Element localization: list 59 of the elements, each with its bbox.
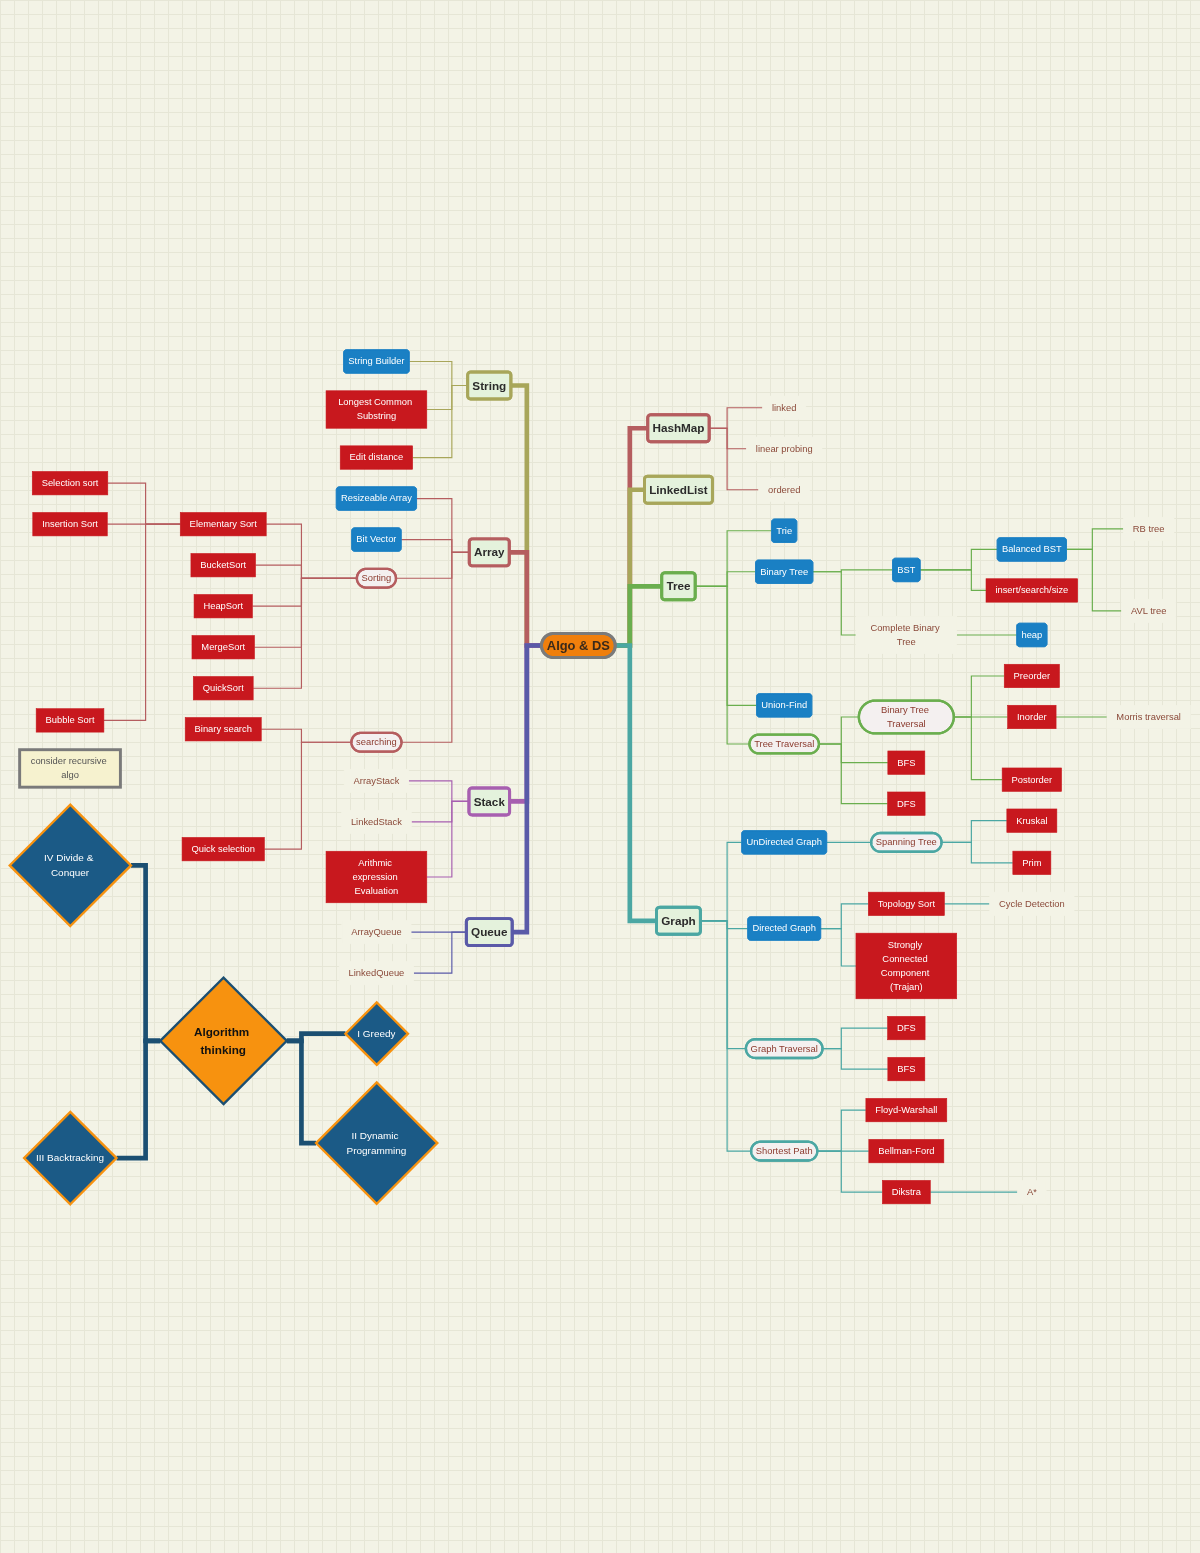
connector: [812, 570, 857, 636]
node-box: Insertion Sort: [32, 511, 108, 536]
node-box: Topology Sort: [868, 891, 945, 916]
node-box: BFS: [887, 1056, 926, 1081]
node-diamond: IV Divide & Conquer: [8, 802, 133, 928]
node-box: Elementary Sort: [179, 511, 267, 536]
node-diamond: I Greedy: [343, 1000, 410, 1067]
node-box: QuickSort: [193, 675, 254, 700]
node-diamond: III Backtracking: [22, 1109, 119, 1206]
node-box: Postorder: [1001, 767, 1062, 792]
node-box: Kruskal: [1006, 808, 1058, 833]
connector: [826, 841, 872, 843]
node-box: DFS: [887, 1015, 926, 1040]
connector: [263, 741, 352, 850]
connector: [413, 931, 467, 974]
node-box: Arithmic expression Evaluation: [325, 850, 428, 903]
connector: [512, 642, 542, 934]
connector: [956, 633, 1018, 636]
node-box: insert/search/size: [985, 577, 1078, 602]
node-box: linear probing: [746, 436, 823, 461]
node-box: BucketSort: [190, 552, 256, 577]
connector: [252, 577, 358, 689]
node-diamond: Algorithm thinking: [158, 975, 289, 1106]
node-box: Strongly Connected Component (Trajan): [855, 932, 957, 999]
connector: [820, 927, 857, 967]
node-box: Edit distance: [339, 445, 413, 470]
node-diamond: II Dynamic Programming: [314, 1080, 439, 1205]
node-box: Preorder: [1003, 663, 1060, 688]
node-box: ordered: [758, 477, 811, 502]
node-box: MergeSort: [191, 634, 255, 659]
connector: [412, 384, 469, 458]
node-box: Floyd-Warshall: [865, 1097, 948, 1122]
node-box: Morris traversal: [1106, 704, 1191, 729]
node-box: BFS: [887, 750, 926, 775]
connector: [818, 742, 889, 804]
node-box: consider recursive algo: [18, 747, 122, 789]
node-box: HeapSort: [193, 593, 253, 618]
node-box: Longest Common Substring: [325, 389, 428, 429]
connector: [103, 523, 181, 721]
node-box: Selection sort: [31, 470, 109, 495]
connector: [1055, 715, 1108, 718]
connector: [116, 1038, 161, 1160]
connector: [919, 568, 987, 591]
node-box: A*: [1017, 1179, 1047, 1204]
node-box: DFS: [887, 791, 926, 816]
node-box: Binary search: [184, 716, 262, 741]
node-box: Bubble Sort: [35, 707, 105, 732]
node-box: Inorder: [1007, 704, 1057, 729]
connector: [816, 1150, 883, 1193]
node-box: Prim: [1012, 850, 1052, 875]
connector: [953, 715, 1003, 780]
connector: [615, 642, 657, 923]
node-box: Quick selection: [181, 836, 265, 861]
connector: [929, 1191, 1019, 1193]
connector: [1065, 548, 1123, 612]
connector: [943, 902, 991, 904]
connector: [286, 1038, 317, 1145]
node-box: Dikstra: [882, 1179, 931, 1204]
node-box: Bellman-Ford: [868, 1138, 945, 1163]
